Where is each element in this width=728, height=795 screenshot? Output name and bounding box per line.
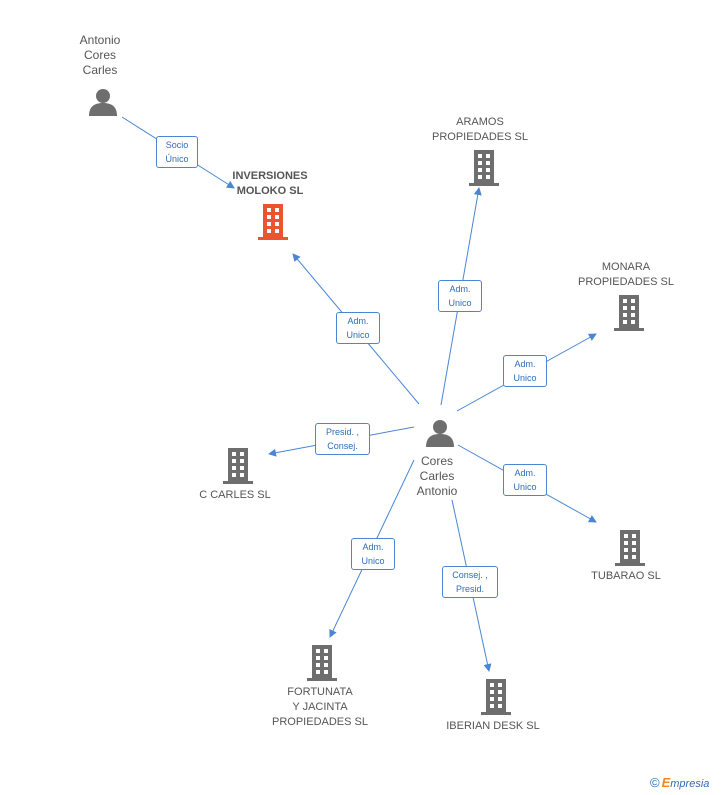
building-icon [481, 679, 511, 715]
building-icon [223, 448, 253, 484]
person-icon [426, 420, 454, 447]
node-label: MONARA PROPIEDADES SL [578, 261, 674, 288]
relation-label-adm-unico: Adm.Unico [336, 312, 380, 344]
relation-label-adm-unico: Adm.Unico [438, 280, 482, 312]
relation-label-consej-presid: Consej. ,Presid. [442, 566, 498, 598]
node-label: IBERIAN DESK SL [446, 720, 540, 732]
node-label: FORTUNATA Y JACINTA PROPIEDADES SL [272, 686, 368, 728]
relation-label-presid-consej: Presid. ,Consej. [315, 423, 370, 455]
node-label: ARAMOS PROPIEDADES SL [432, 116, 528, 143]
node-label: TUBARAO SL [591, 570, 661, 582]
building-icon [615, 530, 645, 566]
node-label: Cores Carles Antonio [416, 454, 458, 498]
building-icon [469, 150, 499, 186]
relation-label-adm-unico: Adm.Unico [503, 464, 547, 496]
empresia-watermark: ©Empresia [650, 775, 710, 790]
building-icon [614, 295, 644, 331]
building-icon [258, 204, 288, 240]
node-label: C CARLES SL [199, 489, 271, 501]
person-icon [89, 89, 117, 116]
building-icon [307, 645, 337, 681]
node-label: Antonio Cores Carles [79, 33, 121, 77]
node-label: INVERSIONES MOLOKO SL [232, 170, 308, 197]
relation-label-adm-unico: Adm.Unico [351, 538, 395, 570]
relation-label-adm-unico: Adm.Unico [503, 355, 547, 387]
